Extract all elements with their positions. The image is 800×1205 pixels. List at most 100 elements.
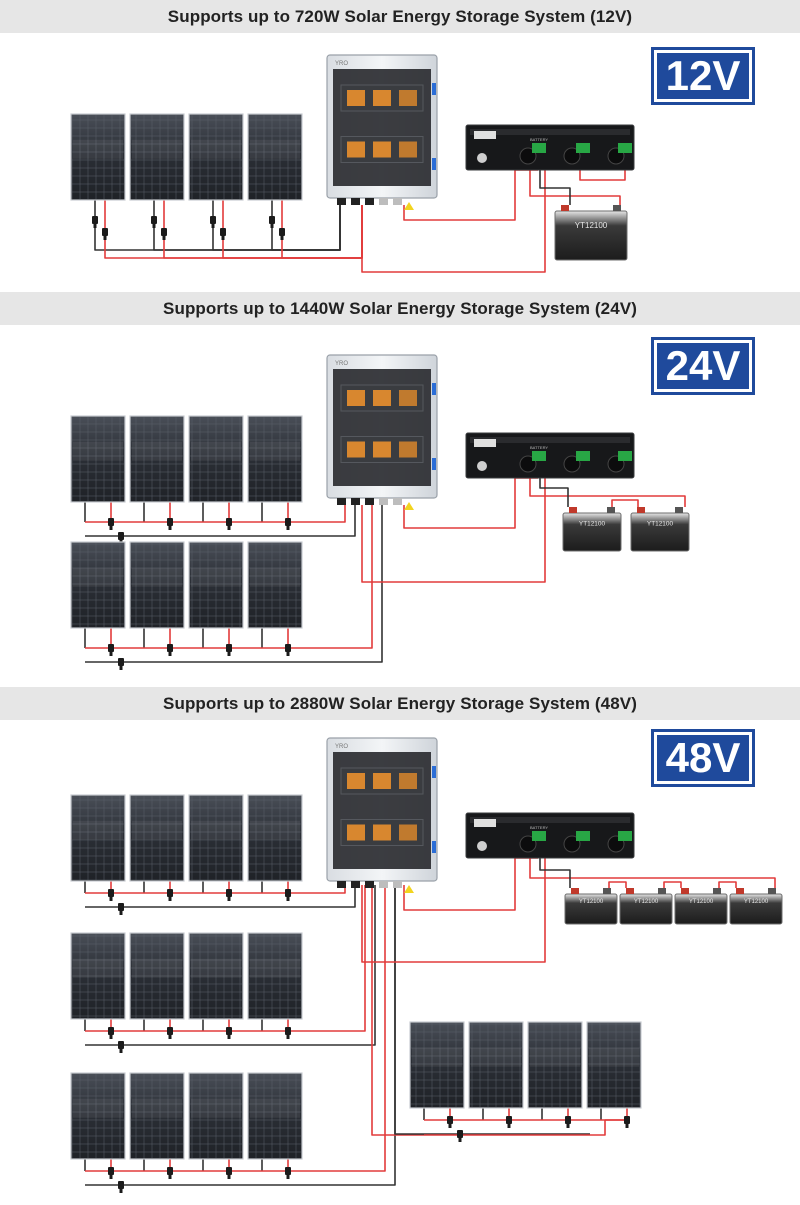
panel-cells bbox=[72, 934, 124, 1018]
cable-gland bbox=[351, 881, 360, 888]
pv-output-wire bbox=[361, 858, 546, 963]
battery-model: YT12100 bbox=[689, 899, 714, 905]
combiner-box: YRO bbox=[326, 54, 438, 210]
lcd bbox=[474, 819, 496, 827]
controller-top bbox=[470, 817, 630, 823]
latch bbox=[432, 766, 436, 778]
solar-panel bbox=[247, 794, 303, 882]
terminal-block bbox=[532, 143, 546, 153]
mc4-body bbox=[285, 889, 291, 897]
mc4-connector bbox=[118, 903, 124, 915]
mc4-body bbox=[102, 228, 108, 236]
solar-panel bbox=[70, 1072, 126, 1160]
solar-panel bbox=[247, 113, 303, 201]
mc4-body bbox=[279, 228, 285, 236]
controller-top bbox=[470, 437, 630, 443]
panel-cells bbox=[249, 1074, 301, 1158]
panel-cells bbox=[131, 796, 183, 880]
panel-sheen bbox=[191, 441, 241, 461]
battery: YT12100 bbox=[630, 507, 690, 552]
array-output-wire bbox=[251, 885, 356, 908]
mc4-tail bbox=[109, 652, 113, 656]
battery-terminal-pos bbox=[569, 507, 577, 513]
section-header-24v: Supports up to 1440W Solar Energy Storag… bbox=[0, 292, 800, 325]
battery-wire bbox=[539, 478, 569, 507]
mc4-tail bbox=[168, 526, 172, 530]
mc4-tail bbox=[625, 1124, 629, 1128]
battery: YT12100 bbox=[729, 888, 783, 925]
solar-panel bbox=[468, 1021, 524, 1109]
breaker-switch bbox=[399, 390, 417, 406]
mc4-tail bbox=[109, 1175, 113, 1179]
section-header-12v: Supports up to 720W Solar Energy Storage… bbox=[0, 0, 800, 33]
battery-link bbox=[608, 881, 627, 888]
mc4-body bbox=[624, 1116, 630, 1124]
breaker-switch bbox=[347, 90, 365, 106]
mc4-body bbox=[269, 216, 275, 224]
battery-terminal-pos bbox=[637, 507, 645, 513]
mc4-connector bbox=[108, 1167, 114, 1179]
mc4-connector bbox=[624, 1116, 630, 1128]
combiner-brand: YRO bbox=[335, 61, 348, 67]
panel-sheen bbox=[132, 441, 182, 461]
cable-gland bbox=[351, 498, 360, 505]
panel-cells bbox=[588, 1023, 640, 1107]
battery-body bbox=[674, 893, 728, 925]
cable-gland bbox=[379, 498, 388, 505]
mc4-tail bbox=[168, 1175, 172, 1179]
charge-controller: BATTERY bbox=[465, 432, 635, 479]
mc4-body bbox=[118, 1181, 124, 1189]
solar-panel bbox=[70, 113, 126, 201]
panel-sheen bbox=[132, 958, 182, 978]
mc4-body bbox=[457, 1130, 463, 1138]
cable-gland bbox=[337, 198, 346, 205]
controller-label: BATTERY bbox=[530, 137, 548, 142]
mc4-body bbox=[151, 216, 157, 224]
panel-cells bbox=[249, 796, 301, 880]
panel-cells bbox=[529, 1023, 581, 1107]
mc4-body bbox=[285, 644, 291, 652]
panel-sheen bbox=[250, 820, 300, 840]
breaker-switch bbox=[373, 90, 391, 106]
panel-sheen bbox=[132, 1098, 182, 1118]
mc4-body bbox=[565, 1116, 571, 1124]
battery-terminal-neg bbox=[768, 888, 776, 894]
controller-label: BATTERY bbox=[530, 445, 548, 450]
power-knob bbox=[477, 461, 487, 471]
pv-output-wire bbox=[361, 170, 546, 273]
section-title-24v: Supports up to 1440W Solar Energy Storag… bbox=[163, 299, 637, 318]
mc4-body bbox=[285, 1027, 291, 1035]
array-output-wire bbox=[371, 885, 627, 1136]
battery: YT12100 bbox=[554, 205, 628, 261]
panel-sheen bbox=[73, 820, 123, 840]
breaker-switch bbox=[347, 773, 365, 789]
mc4-connector bbox=[226, 1027, 232, 1039]
battery-body bbox=[619, 893, 673, 925]
battery: YT12100 bbox=[674, 888, 728, 925]
panel-cells bbox=[72, 796, 124, 880]
mc4-body bbox=[226, 644, 232, 652]
mc4-connector bbox=[118, 658, 124, 670]
mc4-tail bbox=[286, 1175, 290, 1179]
mc4-tail bbox=[93, 224, 97, 228]
array-output-wire bbox=[288, 500, 373, 649]
mc4-connector bbox=[506, 1116, 512, 1128]
solar-panel bbox=[188, 541, 244, 629]
battery-terminal-pos bbox=[626, 888, 634, 894]
battery-link bbox=[718, 881, 737, 888]
panel-sheen bbox=[191, 139, 241, 159]
terminal-block bbox=[532, 451, 546, 461]
solar-panel bbox=[129, 1072, 185, 1160]
mc4-tail bbox=[507, 1124, 511, 1128]
mc4-tail bbox=[286, 1035, 290, 1039]
mc4-connector bbox=[226, 644, 232, 656]
breaker-switch bbox=[399, 141, 417, 158]
mc4-connector bbox=[447, 1116, 453, 1128]
panel-cells bbox=[131, 115, 183, 199]
mc4-body bbox=[108, 1167, 114, 1175]
solar-panel bbox=[527, 1021, 583, 1109]
panel-cells bbox=[249, 543, 301, 627]
battery-model: YT12100 bbox=[579, 520, 606, 527]
mc4-connector bbox=[226, 1167, 232, 1179]
